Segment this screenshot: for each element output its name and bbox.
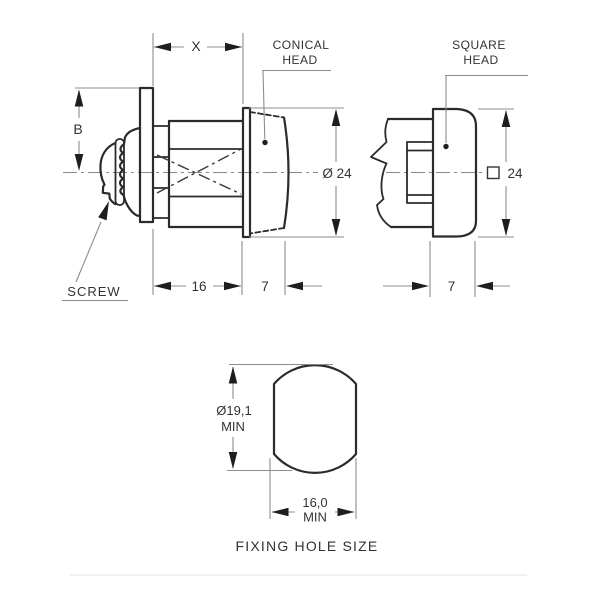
arrowhead-up xyxy=(228,366,238,384)
conical-view-dimensions: X B Ø 24 16 7 CONICAL HEAD xyxy=(62,33,352,302)
fixing-hole-view: Ø19,1 MIN 16,0 MIN FIXING HOLE SIZE xyxy=(216,363,379,554)
dim-x-label: X xyxy=(191,38,201,54)
screw-head-outline xyxy=(99,141,117,206)
hole-diameter-min-label: MIN xyxy=(221,419,245,434)
conical-head-label-line2: HEAD xyxy=(282,53,317,67)
arrowhead-right xyxy=(225,42,242,52)
hole-width-label: 16,0 xyxy=(302,495,327,510)
head-ring-outline xyxy=(241,106,252,239)
neck-upper-step xyxy=(152,125,170,158)
conical-head-bottom-edge xyxy=(249,227,285,235)
screw-label: SCREW xyxy=(67,284,120,299)
fixing-hole-outline xyxy=(272,364,358,474)
neck-lower-step xyxy=(152,187,170,219)
square-head-side-view xyxy=(370,107,483,238)
arrowhead-up xyxy=(501,110,511,127)
leader-dot xyxy=(262,139,268,146)
dim-16-label: 16 xyxy=(191,279,206,294)
cam-travel-line-2 xyxy=(156,148,242,194)
arrowhead-right xyxy=(224,281,241,291)
hole-diameter-label: Ø19,1 xyxy=(216,403,251,418)
square-view-dimensions: SQUARE HEAD 24 7 xyxy=(383,38,528,297)
arrowhead-down xyxy=(74,154,84,171)
serrated-disc-outline xyxy=(118,126,142,218)
fixing-hole-caption: FIXING HOLE SIZE xyxy=(236,538,379,554)
arrowhead-left xyxy=(286,281,303,291)
conical-head-label-line1: CONICAL xyxy=(273,38,330,52)
arrowhead-left xyxy=(154,281,171,291)
dim-7-conical-label: 7 xyxy=(261,279,269,294)
diameter-24-label: Ø 24 xyxy=(322,166,352,181)
conical-head-face-arc xyxy=(282,116,290,230)
leader-line xyxy=(75,221,102,283)
dim-b-label: B xyxy=(73,121,82,137)
flange-outline xyxy=(138,86,155,224)
leader-line xyxy=(262,70,266,140)
arrowhead-down xyxy=(331,219,341,236)
step-outline xyxy=(406,141,434,204)
cam-travel-line-1 xyxy=(156,154,242,195)
arrowhead-left xyxy=(476,281,493,291)
square-head-outline xyxy=(431,107,478,238)
square-head-label-line1: SQUARE xyxy=(452,38,506,52)
arrowhead-up xyxy=(331,109,341,126)
arrowhead-down xyxy=(228,452,238,469)
square-head-label-line2: HEAD xyxy=(463,53,498,67)
leader-dot xyxy=(443,143,449,150)
arrowhead-down xyxy=(501,219,511,236)
conical-head-top-edge xyxy=(249,111,285,119)
break-line xyxy=(370,118,392,228)
cam-plate-outline xyxy=(114,138,125,206)
square-symbol xyxy=(486,166,500,180)
arrowhead-right xyxy=(337,507,355,517)
hole-width-min-label: MIN xyxy=(303,510,327,525)
lock-body-outline xyxy=(167,119,245,229)
arrowhead-left xyxy=(271,507,289,517)
conical-head-side-view xyxy=(63,86,318,239)
leader-arrowhead xyxy=(98,201,109,221)
square-24-label: 24 xyxy=(507,166,523,181)
dim-7-square-label: 7 xyxy=(448,279,456,294)
arrowhead-up xyxy=(74,89,84,107)
arrowhead-right xyxy=(412,281,429,291)
arrowhead-left xyxy=(154,42,171,52)
